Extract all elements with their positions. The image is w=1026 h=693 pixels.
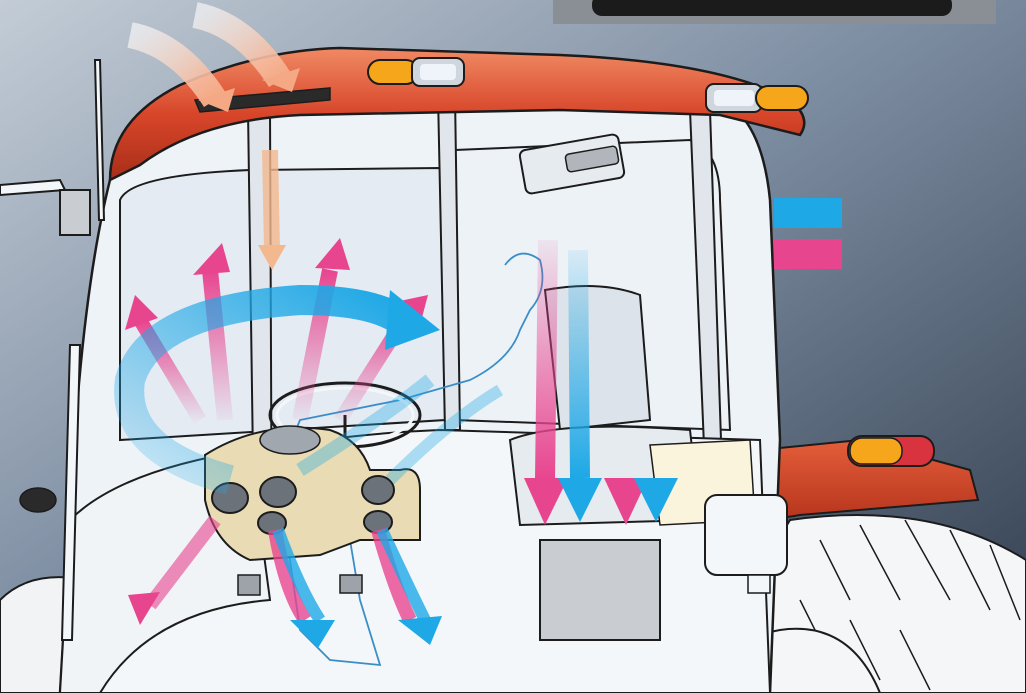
inset-photo-frame	[553, 0, 996, 24]
legend-cool-air-swatch	[774, 198, 842, 228]
legend-warm-air-swatch	[774, 239, 842, 269]
roof-work-lamp-left	[368, 58, 464, 86]
roof-work-lamp-right	[706, 84, 808, 112]
step-light	[20, 488, 56, 512]
fender-lamp	[848, 436, 934, 466]
